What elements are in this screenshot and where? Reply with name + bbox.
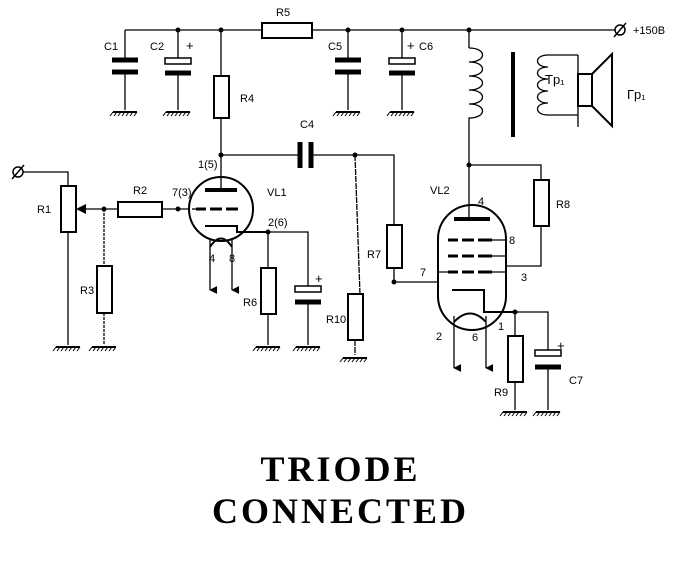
speaker-label: Гp₁ (627, 87, 646, 102)
resistor-r8 (469, 164, 550, 267)
resistor-r5 (261, 22, 313, 39)
vl2-label: VL2 (430, 185, 450, 197)
vl1-heater-pin-a: 4 (209, 253, 215, 265)
output-transformer (468, 30, 578, 165)
vl2-heater-pin-a: 2 (436, 331, 442, 343)
r2-label: R2 (133, 185, 147, 197)
speaker-icon (577, 51, 613, 129)
c6-plus: + (407, 38, 415, 53)
resistor-r7 (386, 224, 438, 285)
caption-line-2: CONNECTED (211, 491, 470, 531)
potentiometer-r1 (52, 185, 118, 352)
vl2-heater-pin-b: 6 (472, 332, 478, 344)
capacitor-c7 (515, 311, 562, 417)
transformer-label: Tp₁ (545, 72, 565, 87)
c2-plus: + (186, 38, 194, 53)
resistor-r9 (499, 309, 528, 417)
caption-line-1: TRIODE (260, 449, 421, 489)
supply-label: +150B (633, 25, 665, 37)
resistor-r4 (213, 30, 230, 155)
resistor-r10 (339, 154, 368, 363)
r3-label: R3 (80, 285, 94, 297)
capacitor-c6 (386, 30, 416, 117)
capacitor-c1 (109, 30, 138, 117)
vl2-grid-pin: 7 (420, 267, 426, 279)
c7-label: C7 (569, 375, 583, 387)
vl2-g2-pin: 8 (509, 235, 515, 247)
input-terminal (11, 164, 69, 186)
resistor-r2 (117, 201, 192, 218)
c1-label: C1 (104, 41, 118, 53)
r9-label: R9 (494, 387, 508, 399)
c2-label: C2 (150, 41, 164, 53)
vl2-g3-pin: 3 (521, 272, 527, 284)
c7-plus: + (557, 338, 565, 353)
vl2-cathode-pin: 1 (498, 321, 504, 333)
r10-label: R10 (326, 314, 346, 326)
vl1-label: VL1 (267, 187, 287, 199)
capacitor-vl1-cathode (268, 231, 322, 352)
tube-vl1 (188, 152, 268, 294)
r7-label: R7 (367, 249, 381, 261)
vl1-cathode-pin: 2(6) (268, 217, 288, 229)
supply-rail (125, 22, 627, 38)
r8-label: R8 (556, 199, 570, 211)
resistor-r6 (252, 229, 281, 352)
c4-label: C4 (300, 119, 314, 131)
c5-label: C5 (328, 41, 342, 53)
r6-label: R6 (243, 297, 257, 309)
capacitor-c5 (332, 30, 361, 117)
vl1-plate-pin: 1(5) (198, 159, 218, 171)
capacitor-c2 (162, 30, 192, 117)
vl1-grid-pin: 7(3) (172, 187, 192, 199)
vl1-heater-pin-b: 8 (229, 253, 235, 265)
r4-label: R4 (240, 93, 254, 105)
c6-label: C6 (419, 41, 433, 53)
tube-vl2 (437, 162, 515, 372)
r5-label: R5 (276, 7, 290, 19)
vl1-cap-plus: + (315, 271, 323, 286)
resistor-r3 (88, 206, 117, 352)
vl2-plate-pin: 4 (478, 196, 484, 208)
r1-label: R1 (37, 204, 51, 216)
